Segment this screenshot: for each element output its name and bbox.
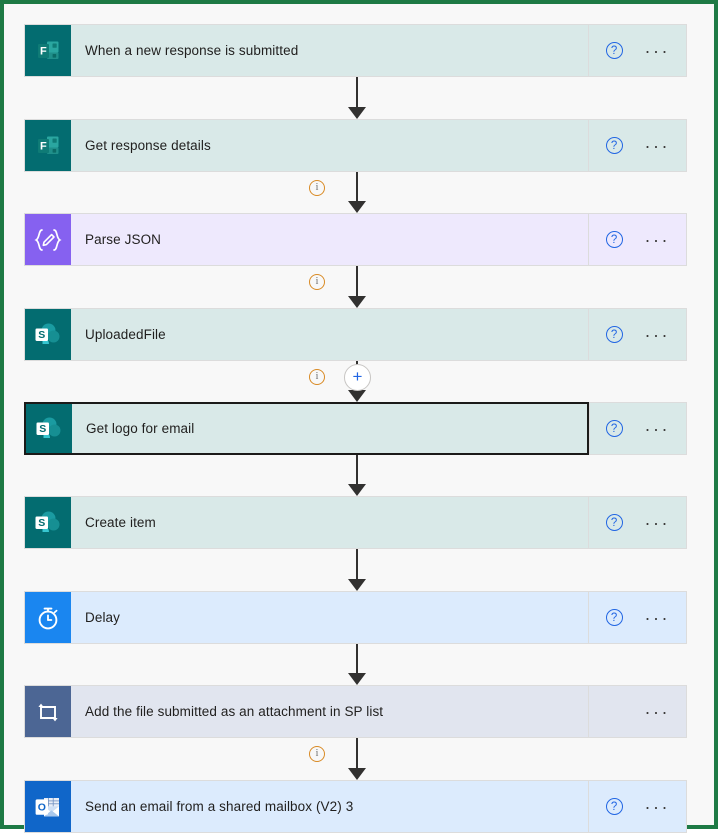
step-actions-get-logo-for-email: ? ··· bbox=[589, 402, 687, 455]
step-title: When a new response is submitted bbox=[85, 43, 299, 58]
step-actions-add-the-file-submitted-as-an-attachment-in-sp-list: ··· bbox=[589, 685, 687, 738]
step-actions-uploadedfile: ? ··· bbox=[589, 308, 687, 361]
help-icon[interactable]: ? bbox=[605, 231, 623, 248]
flow-canvas: F When a new response is submitted? ··· F Ge… bbox=[4, 4, 714, 833]
step-actions-create-item: ? ··· bbox=[589, 496, 687, 549]
help-icon[interactable]: ? bbox=[605, 609, 623, 626]
step-card-when-a-new-response-is-submitted[interactable]: F When a new response is submitted bbox=[24, 24, 589, 77]
flow-step-create-item[interactable]: S Create item? ··· bbox=[24, 496, 687, 549]
overflow-menu-icon[interactable]: ··· bbox=[644, 229, 670, 250]
connector-line bbox=[356, 77, 358, 108]
overflow-menu-icon[interactable]: ··· bbox=[644, 324, 670, 345]
flow-step-get-response-details[interactable]: F Get response details? ··· bbox=[24, 119, 687, 172]
overflow-menu-icon[interactable]: ··· bbox=[644, 701, 670, 722]
step-title: Get response details bbox=[85, 138, 211, 153]
flow-step-get-logo-for-email[interactable]: S Get logo for email? ··· bbox=[24, 402, 687, 455]
microsoft-forms-icon: F bbox=[25, 120, 71, 171]
step-title: Parse JSON bbox=[85, 232, 162, 247]
step-title: Create item bbox=[85, 515, 156, 530]
flow-step-when-a-new-response-is-submitted[interactable]: F When a new response is submitted? ··· bbox=[24, 24, 687, 77]
step-card-uploadedfile[interactable]: S UploadedFile bbox=[24, 308, 589, 361]
step-card-get-logo-for-email[interactable]: S Get logo for email bbox=[24, 402, 589, 455]
overflow-menu-icon[interactable]: ··· bbox=[644, 40, 670, 61]
step-card-add-the-file-submitted-as-an-attachment-in-sp-list[interactable]: Add the file submitted as an attachment … bbox=[24, 685, 589, 738]
connector-line bbox=[356, 266, 358, 297]
step-card-get-response-details[interactable]: F Get response details bbox=[24, 119, 589, 172]
connector-line bbox=[356, 172, 358, 202]
connector-line bbox=[356, 549, 358, 580]
parse-json-icon bbox=[25, 214, 71, 265]
help-icon-placeholder bbox=[606, 703, 623, 720]
overflow-menu-icon[interactable]: ··· bbox=[644, 135, 670, 156]
connector-arrowhead bbox=[348, 484, 366, 496]
help-icon[interactable]: ? bbox=[605, 798, 623, 815]
microsoft-forms-icon: F bbox=[25, 25, 71, 76]
help-icon[interactable]: ? bbox=[605, 514, 623, 531]
svg-text:F: F bbox=[40, 140, 47, 152]
step-card-parse-json[interactable]: Parse JSON bbox=[24, 213, 589, 266]
flow-step-add-the-file-submitted-as-an-attachment-in-sp-list[interactable]: Add the file submitted as an attachment … bbox=[24, 685, 687, 738]
flow-step-parse-json[interactable]: Parse JSON? ··· bbox=[24, 213, 687, 266]
sharepoint-icon: S bbox=[25, 309, 71, 360]
step-title: Get logo for email bbox=[86, 421, 195, 436]
connector-arrowhead bbox=[348, 673, 366, 685]
flow-step-delay[interactable]: Delay? ··· bbox=[24, 591, 687, 644]
svg-text:S: S bbox=[38, 329, 45, 341]
info-icon[interactable]: i bbox=[309, 274, 325, 290]
connector-arrowhead bbox=[348, 201, 366, 213]
outlook-icon: O bbox=[25, 781, 71, 832]
info-icon[interactable]: i bbox=[309, 369, 325, 385]
step-card-create-item[interactable]: S Create item bbox=[24, 496, 589, 549]
step-card-send-an-email-from-a-shared-mailbox-v2-3[interactable]: O Send an email from a shared mailbox (V2… bbox=[24, 780, 589, 833]
step-actions-delay: ? ··· bbox=[589, 591, 687, 644]
step-title: Add the file submitted as an attachment … bbox=[85, 704, 384, 719]
connector-arrowhead bbox=[348, 579, 366, 591]
overflow-menu-icon[interactable]: ··· bbox=[644, 512, 670, 533]
step-actions-get-response-details: ? ··· bbox=[589, 119, 687, 172]
step-title: Send an email from a shared mailbox (V2)… bbox=[85, 799, 354, 814]
info-icon[interactable]: i bbox=[309, 746, 325, 762]
help-icon[interactable]: ? bbox=[605, 420, 623, 437]
svg-text:F: F bbox=[40, 45, 47, 57]
connector-arrowhead bbox=[348, 390, 366, 402]
connector-line bbox=[356, 738, 358, 769]
step-card-delay[interactable]: Delay bbox=[24, 591, 589, 644]
step-title: Delay bbox=[85, 610, 121, 625]
sharepoint-icon: S bbox=[26, 404, 72, 453]
flow-step-uploadedfile[interactable]: S UploadedFile? ··· bbox=[24, 308, 687, 361]
step-actions-send-an-email-from-a-shared-mailbox-v2-3: ? ··· bbox=[589, 780, 687, 833]
overflow-menu-icon[interactable]: ··· bbox=[644, 607, 670, 628]
step-title: UploadedFile bbox=[85, 327, 166, 342]
svg-text:S: S bbox=[38, 517, 45, 529]
svg-text:O: O bbox=[38, 801, 46, 813]
stopwatch-icon bbox=[25, 592, 71, 643]
help-icon[interactable]: ? bbox=[605, 326, 623, 343]
connector-line bbox=[356, 455, 358, 485]
connector-line bbox=[356, 644, 358, 674]
step-actions-parse-json: ? ··· bbox=[589, 213, 687, 266]
help-icon[interactable]: ? bbox=[605, 42, 623, 59]
step-actions-when-a-new-response-is-submitted: ? ··· bbox=[589, 24, 687, 77]
info-icon[interactable]: i bbox=[309, 180, 325, 196]
connector-arrowhead bbox=[348, 768, 366, 780]
connector-arrowhead bbox=[348, 296, 366, 308]
overflow-menu-icon[interactable]: ··· bbox=[644, 418, 670, 439]
help-icon[interactable]: ? bbox=[605, 137, 623, 154]
add-step-button[interactable]: + bbox=[344, 364, 371, 391]
svg-text:S: S bbox=[39, 423, 46, 435]
overflow-menu-icon[interactable]: ··· bbox=[644, 796, 670, 817]
connector-arrowhead bbox=[348, 107, 366, 119]
scope-loop-icon bbox=[25, 686, 71, 737]
sharepoint-icon: S bbox=[25, 497, 71, 548]
flow-step-send-an-email-from-a-shared-mailbox-v2-3[interactable]: O Send an email from a shared mailbox (V2… bbox=[24, 780, 687, 833]
